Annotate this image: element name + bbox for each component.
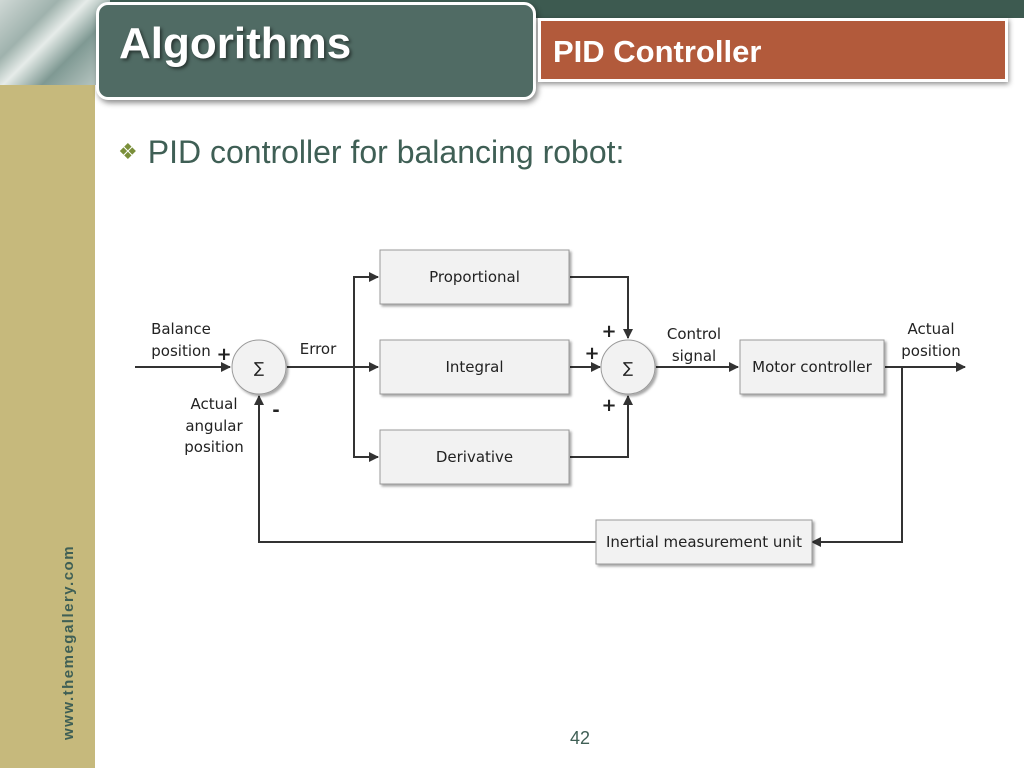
error-label: Error (300, 340, 337, 358)
slide-subtitle: PID Controller (553, 34, 762, 69)
proportional-label: Proportional (429, 268, 520, 286)
feedback-to-imu (811, 367, 903, 547)
actual-angular-label-line1: Actual (191, 395, 238, 413)
control-signal-label-line1: Control (667, 325, 721, 343)
actual-angular-label-line3: position (184, 438, 243, 456)
actual-angular-label-line2: angular (185, 417, 243, 435)
corner-image (0, 0, 110, 85)
page-number: 42 (569, 728, 591, 748)
block-integral: Integral (379, 339, 570, 395)
bullet-row: ❖ PID controller for balancing robot: (118, 132, 624, 172)
imu-label: Inertial measurement unit (606, 533, 802, 551)
derivative-to-sum (570, 395, 633, 458)
actual-position-label-line2: position (901, 342, 960, 360)
sum2-left-plus-sign: + (584, 343, 599, 364)
block-imu: Inertial measurement unit (595, 519, 813, 565)
side-strip (0, 85, 95, 768)
balance-label-line2: position (151, 342, 210, 360)
connector-lines (135, 272, 966, 547)
actual-position-label-line1: Actual (908, 320, 955, 338)
proportional-to-sum (570, 276, 633, 339)
diamond-bullet-icon: ❖ (118, 139, 138, 164)
motor-controller-label: Motor controller (752, 358, 873, 376)
sum1-plus-sign: + (216, 344, 231, 365)
sum2-bottom-plus-sign: + (601, 395, 616, 416)
slide-title: Algorithms (119, 19, 352, 68)
derivative-label: Derivative (436, 448, 513, 466)
sum-symbol-2: ∑ (623, 359, 633, 377)
block-proportional: Proportional (379, 249, 570, 305)
sum-symbol-1: ∑ (254, 359, 264, 377)
balance-label-line1: Balance (151, 320, 211, 338)
sum-junction-2: ∑ (600, 339, 656, 395)
branch-to-derivative (353, 367, 379, 462)
sum2-top-plus-sign: + (601, 321, 616, 342)
control-signal-label-line2: signal (672, 347, 716, 365)
integral-label: Integral (445, 358, 503, 376)
block-derivative: Derivative (379, 429, 570, 485)
sum-junction-1: ∑ (231, 339, 287, 395)
bullet-text: PID controller for balancing robot: (147, 133, 625, 170)
subtitle-box: PID Controller (538, 18, 1008, 82)
sum1-minus-sign: - (272, 400, 279, 421)
block-motor-controller: Motor controller (739, 339, 885, 395)
branch-to-proportional (353, 272, 379, 367)
top-bar-right (540, 0, 1024, 18)
feedback-to-sum (254, 395, 596, 543)
title-box: Algorithms (96, 2, 536, 100)
